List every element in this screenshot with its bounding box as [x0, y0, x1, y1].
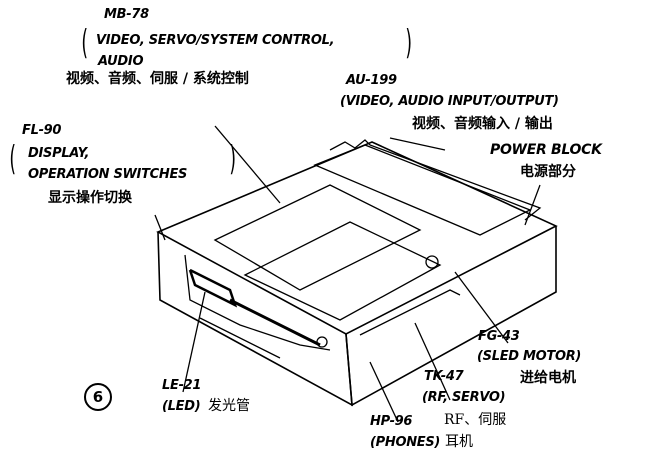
mb78-desc2: AUDIO — [98, 54, 144, 69]
leader-fl90 — [154, 214, 166, 241]
mb78-left-paren: ( — [81, 23, 88, 63]
mb78-code: MB-78 — [104, 7, 149, 22]
au199-desc: (VIDEO, AUDIO INPUT/OUTPUT) — [340, 94, 559, 109]
phones-jack — [316, 336, 328, 348]
mb78-desc1: VIDEO, SERVO/SYSTEM CONTROL, — [96, 33, 335, 48]
le21-desc: (LED) — [162, 399, 201, 414]
lower-board — [243, 221, 442, 321]
fg43-code: FG-43 — [478, 329, 520, 344]
fl90-desc2: OPERATION SWITCHES — [28, 167, 188, 182]
mb78-cn: 视频、音频、伺服 / 系统控制 — [66, 71, 249, 87]
display-window — [188, 268, 238, 308]
fg43-motor — [425, 255, 439, 269]
leader-le21 — [182, 291, 206, 393]
tk47-board — [359, 289, 461, 336]
hp96-cn: 耳机 — [445, 434, 473, 450]
tk47-cn: RF、伺服 — [444, 412, 507, 428]
hp96-desc: (PHONES) — [370, 435, 441, 450]
figure-number: 6 — [84, 383, 112, 411]
au199-board — [313, 144, 532, 236]
fl90-right-paren: ) — [229, 139, 236, 179]
leader-fg43 — [454, 271, 509, 344]
fl90-desc1: DISPLAY, — [28, 146, 90, 161]
slot-detail — [199, 317, 281, 359]
mb78-board — [213, 184, 422, 291]
fl90-left-paren: ( — [9, 139, 16, 179]
le21-code: LE-21 — [162, 378, 202, 393]
leader-hp96 — [369, 361, 399, 423]
hp96-code: HP-96 — [370, 414, 413, 429]
device-right-face — [345, 226, 557, 407]
fg43-desc: (SLED MOTOR) — [477, 349, 582, 364]
power-block — [329, 139, 542, 221]
tk47-desc: (RF, SERVO) — [422, 390, 506, 405]
front-panel-detail — [184, 254, 331, 351]
fg43-cn: 进给电机 — [520, 370, 576, 386]
leader-au199 — [389, 137, 446, 151]
au199-cn: 视频、音频输入 / 输出 — [412, 116, 553, 132]
au199-code: AU-199 — [346, 73, 397, 88]
mb78-right-paren: ) — [405, 23, 412, 63]
le21-cn: 发光管 — [208, 398, 250, 414]
tk47-code: TK-47 — [424, 369, 464, 384]
switch-row — [229, 298, 321, 347]
leader-power — [524, 184, 541, 226]
leader-mb78 — [214, 125, 281, 204]
power-code: POWER BLOCK — [490, 142, 602, 158]
power-cn: 电源部分 — [520, 164, 576, 180]
fl90-cn: 显示操作切换 — [48, 190, 132, 206]
fl90-code: FL-90 — [22, 123, 62, 138]
leader-tk47 — [414, 322, 451, 401]
